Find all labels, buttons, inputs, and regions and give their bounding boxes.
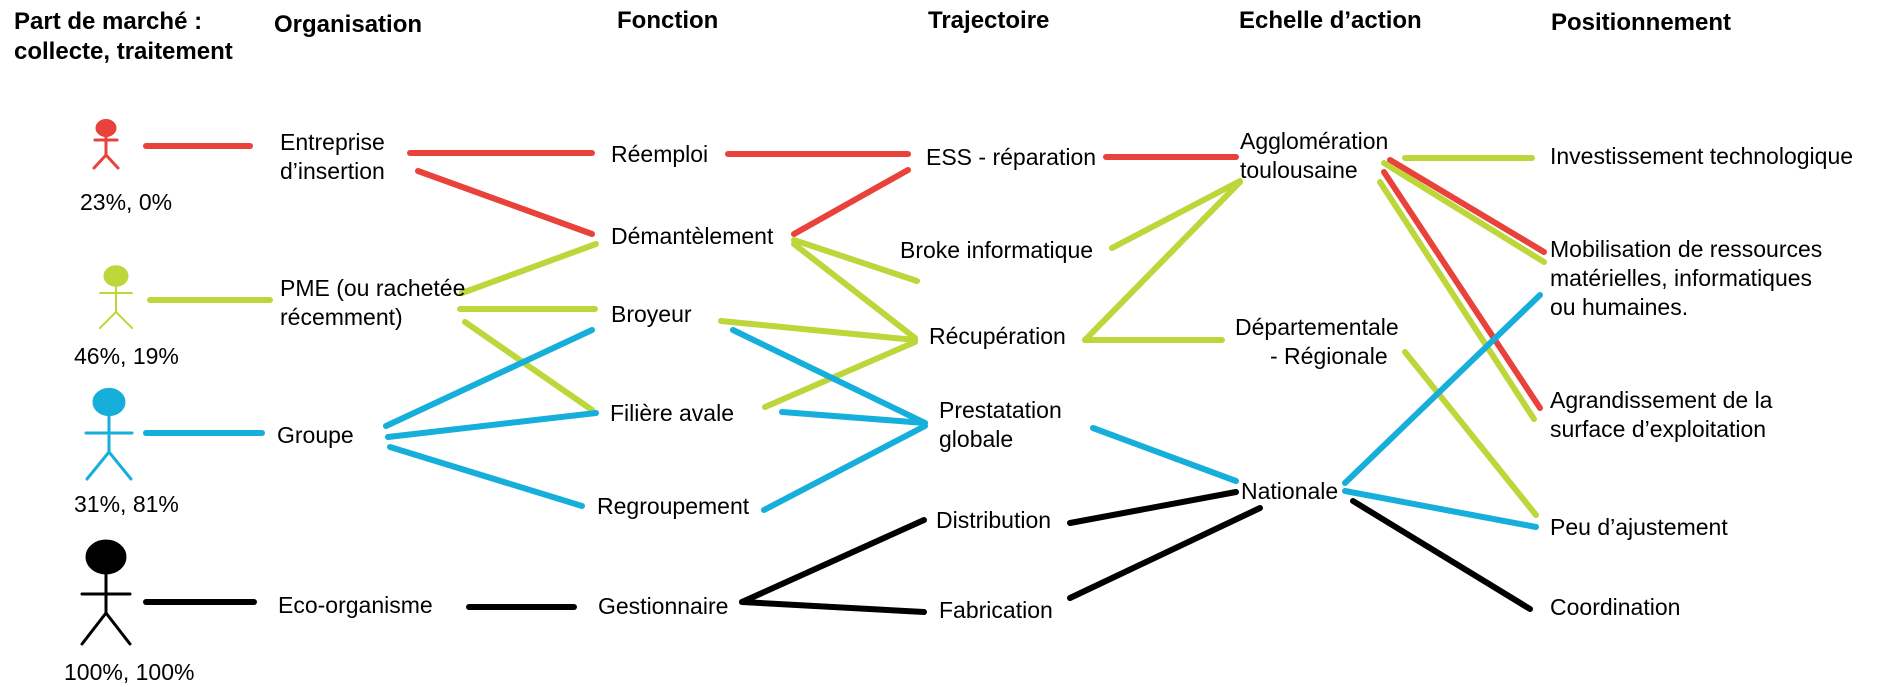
actor-head bbox=[95, 119, 117, 137]
connection-line-green bbox=[791, 237, 920, 284]
connection-line-blue bbox=[730, 327, 928, 426]
echelle-departementale-regionale: Départementale - Régionale bbox=[1235, 314, 1399, 369]
connection-line-red bbox=[1381, 169, 1543, 411]
connection-line-red bbox=[791, 167, 911, 237]
fonction-broyeur: Broyeur bbox=[611, 301, 692, 327]
connection-line-blue bbox=[1342, 292, 1543, 486]
actor-figures bbox=[80, 119, 134, 646]
actor-share-label: 100%, 100% bbox=[64, 659, 195, 685]
connection-line-red bbox=[1387, 157, 1547, 255]
actor-figure-red bbox=[92, 119, 120, 170]
echelle-agglomeration: Agglomération toulousaine bbox=[1240, 128, 1389, 183]
connection-line-blue bbox=[779, 409, 928, 426]
org-pme: PME (ou rachetée récemment) bbox=[280, 275, 466, 330]
connection-line-green bbox=[791, 241, 918, 341]
connection-line-blue bbox=[385, 410, 599, 440]
actor-leg bbox=[115, 311, 133, 329]
fonction-gestionnaire: Gestionnaire bbox=[598, 593, 729, 619]
connection-line-red bbox=[415, 168, 595, 237]
actor-figure-green bbox=[99, 265, 133, 329]
trajectoire-ess-reparation: ESS - réparation bbox=[926, 144, 1097, 170]
trajectoire-fabrication: Fabrication bbox=[939, 597, 1053, 623]
position-mobilisation-ressources: Mobilisation de ressources matérielles, … bbox=[1550, 236, 1823, 320]
connection-line-green bbox=[1109, 178, 1243, 251]
fonction-reemploi: Réemploi bbox=[611, 141, 709, 167]
actor-share-label: 23%, 0% bbox=[80, 189, 173, 215]
actor-figure-blue bbox=[84, 387, 134, 481]
connection-line-black bbox=[1350, 498, 1533, 612]
connection-line-green bbox=[1082, 179, 1243, 343]
actor-leg bbox=[80, 611, 108, 646]
fonction-demantelement: Démantèlement bbox=[611, 223, 774, 249]
header-trajectoire: Trajectoire bbox=[928, 7, 1050, 34]
actor-share-label: 31%, 81% bbox=[74, 491, 179, 517]
header-market-share: Part de marché : collecte, traitement bbox=[14, 8, 233, 65]
trajectoire-broke-informatique: Broke informatique bbox=[900, 237, 1094, 263]
actor-head bbox=[92, 387, 126, 417]
connection-line-black bbox=[739, 599, 927, 615]
actor-head bbox=[103, 265, 129, 287]
header-fonction: Fonction bbox=[617, 7, 719, 34]
connection-line-green bbox=[1402, 349, 1539, 518]
echelle-nationale: Nationale bbox=[1241, 478, 1339, 504]
connection-line-black bbox=[739, 517, 927, 605]
connection-line-black bbox=[1067, 489, 1239, 526]
header-organisation: Organisation bbox=[274, 11, 423, 38]
position-coordination: Coordination bbox=[1550, 594, 1681, 620]
trajectoire-distribution: Distribution bbox=[936, 507, 1052, 533]
actor-leg bbox=[85, 450, 111, 481]
connection-line-blue bbox=[1342, 488, 1539, 530]
fonction-regroupement: Regroupement bbox=[597, 493, 750, 519]
actor-leg bbox=[104, 153, 120, 170]
trajectoire-prestation-globale: Prestatation globale bbox=[939, 397, 1062, 452]
connection-line-green bbox=[762, 339, 918, 410]
header-positionnement: Positionnement bbox=[1551, 9, 1732, 36]
actor-share-label: 46%, 19% bbox=[74, 343, 179, 369]
connection-line-blue bbox=[1090, 425, 1239, 484]
actor-leg bbox=[104, 611, 132, 646]
header-echelle: Echelle d’action bbox=[1239, 7, 1422, 34]
org-groupe: Groupe bbox=[277, 422, 354, 448]
connection-line-blue bbox=[387, 444, 585, 509]
connection-line-green bbox=[459, 241, 599, 296]
actor-leg bbox=[99, 311, 117, 329]
connection-line-green bbox=[462, 319, 595, 413]
connection-lines bbox=[143, 143, 1547, 615]
org-entreprise-insertion: Entreprise d’insertion bbox=[280, 129, 385, 184]
connection-line-blue bbox=[383, 327, 595, 429]
actor-leg bbox=[92, 153, 108, 170]
actor-head bbox=[85, 539, 127, 575]
connection-line-green bbox=[1381, 160, 1547, 265]
connection-line-black bbox=[1067, 505, 1263, 601]
actor-leg bbox=[107, 450, 133, 481]
position-investissement-technologique: Investissement technologique bbox=[1550, 143, 1854, 169]
position-peu-ajustement: Peu d’ajustement bbox=[1550, 514, 1728, 540]
connection-line-green bbox=[1377, 179, 1537, 422]
org-eco-organisme: Eco-organisme bbox=[278, 592, 433, 618]
trajectoire-recuperation: Récupération bbox=[929, 323, 1066, 349]
fonction-filiere-avale: Filière avale bbox=[610, 400, 734, 426]
connection-line-green bbox=[718, 318, 918, 343]
connection-line-blue bbox=[761, 423, 928, 513]
position-agrandissement-surface: Agrandissement de la surface d’exploitat… bbox=[1550, 387, 1773, 442]
actor-figure-black bbox=[80, 539, 132, 646]
